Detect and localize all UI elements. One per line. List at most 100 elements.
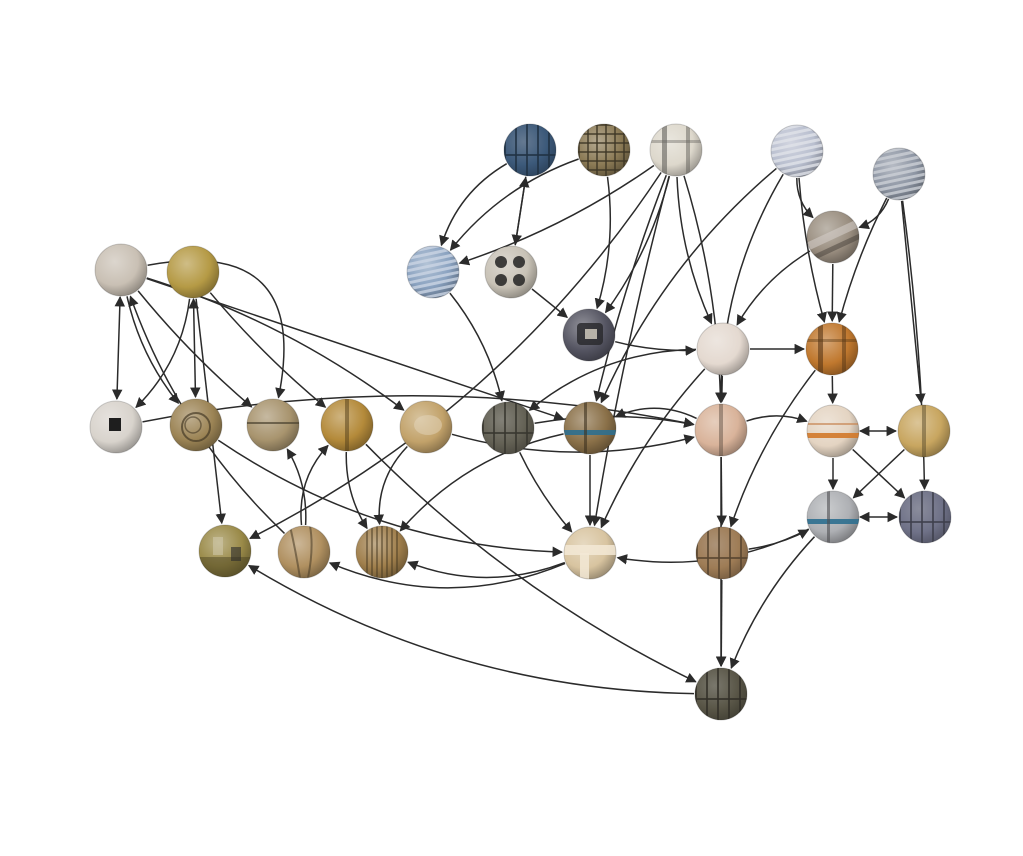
node-U-ring [806,210,860,264]
edge-R-M [458,164,655,266]
node-Z-texture [922,405,926,457]
node-E-ring [246,398,300,452]
edge-S-W [798,177,827,324]
node-V [696,322,750,376]
edge-AC-K [328,561,566,589]
node-S [770,124,824,178]
edge-U-W [827,263,838,323]
node-T-texture [873,148,925,200]
node-F-texture [345,399,349,451]
node-AB-texture [899,491,951,543]
edge-S-I [600,167,777,404]
node-X-ring [694,403,748,457]
edge-W-AD [728,369,816,528]
node-D-ring [169,398,223,452]
node-I-ring [563,401,617,455]
node-H-ring [481,401,535,455]
edge-P-M [439,163,508,247]
node-O [562,308,616,362]
node-Q [577,123,631,177]
node-V-ring [696,322,750,376]
node-A [94,243,148,297]
edge-AD-AA [748,529,810,550]
node-J-texture [199,537,251,577]
node-AC-texture [564,545,616,579]
edge-AE-J [248,564,695,695]
node-O-ring [562,308,616,362]
edge-K-F [300,444,329,526]
node-R [649,123,703,177]
edge-V-AC [600,368,706,529]
edge-AA-AE [729,536,816,669]
node-W-texture [806,323,858,375]
node-A-ring [94,243,148,297]
node-P-texture [504,124,556,176]
node-AD-ring [695,526,749,580]
edge-A-C [111,295,126,401]
node-I-texture [564,402,616,454]
node-E-photo [247,399,299,451]
node-W [805,322,859,376]
node-Z [897,404,951,458]
edge-X-Y [746,413,808,423]
node-M-ring [406,245,460,299]
node-H [481,401,535,455]
node-AA-photo [807,491,859,543]
node-B-photo [167,246,219,298]
node-AA-ring [806,490,860,544]
node-K-ring [277,525,331,579]
node-AE-texture [695,668,747,720]
edge-R-O [604,176,671,314]
node-C [89,400,143,454]
node-K-texture [289,526,313,578]
node-Q-texture [578,124,630,176]
node-AC [563,526,617,580]
edge-B-C [135,298,191,409]
node-AD-texture [696,527,748,579]
node-E-texture [247,422,299,424]
edge-A-D [126,296,180,405]
node-D-texture [181,412,211,442]
node-J-ring [198,524,252,578]
node-G [399,400,453,454]
edge-B-D [188,297,201,399]
node-J-photo [199,525,251,577]
node-P-ring [503,123,557,177]
node-X [694,403,748,457]
node-S-ring [770,124,824,178]
node-AC-ring [563,526,617,580]
edge-R-J [249,172,662,540]
node-Y-photo [807,405,859,457]
edge-R-I [593,174,667,402]
node-F-ring [320,398,374,452]
node-V-photo [697,323,749,375]
node-G-ring [399,400,453,454]
node-X-texture [719,404,723,456]
node-T [872,147,926,201]
node-AA [806,490,860,544]
node-C-texture [109,418,121,431]
node-AB-ring [898,490,952,544]
node-P [503,123,557,177]
node-B [166,245,220,299]
edge-P-N [511,176,527,246]
node-Q-ring [577,123,631,177]
node-A-photo [95,244,147,296]
edge-U-V [736,250,811,326]
edge-Z-AA [852,448,905,499]
node-L-texture [366,526,398,578]
edge-N-O [531,288,569,319]
node-W-ring [805,322,859,376]
node-H-texture [482,402,534,454]
edge-H-AC [519,451,573,533]
edge-Q-O [594,176,612,310]
edge-F-AE [365,443,697,683]
edge-Q-M [449,158,579,251]
edge-T-Z [900,200,926,405]
node-AA-texture [807,491,859,543]
node-AE [694,667,748,721]
edge-A-I [146,277,565,422]
node-AD [695,526,749,580]
node-N [484,245,538,299]
node-D [169,398,223,452]
